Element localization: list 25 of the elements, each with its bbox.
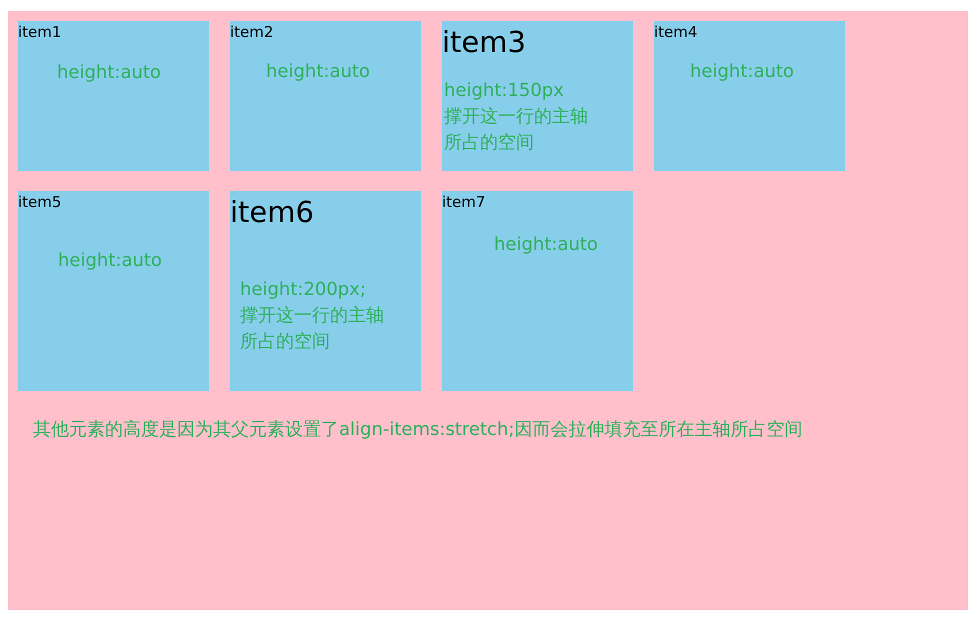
item-body-text: 撑开这一行的主轴所占的空间	[240, 304, 385, 354]
flex-item-box	[442, 21, 633, 171]
item-heading: item5	[18, 193, 62, 211]
item-heading: item7	[442, 193, 486, 211]
flex-item-box	[230, 191, 421, 391]
flex-item-box	[654, 21, 845, 171]
container-panel	[8, 11, 968, 610]
item-body-text: height:200px;	[240, 278, 366, 302]
flex-item-box	[18, 21, 209, 171]
item-body-text: 撑开这一行的主轴所占的空间	[444, 105, 589, 155]
item-body-text: height:auto	[57, 61, 161, 85]
item-heading: item2	[230, 23, 274, 41]
item-heading: item1	[18, 23, 62, 41]
item-body-text: height:auto	[58, 249, 162, 273]
item-body-text: height:auto	[266, 60, 370, 84]
flex-item-box	[442, 191, 633, 391]
item-heading: item3	[442, 25, 526, 60]
item-body-text: height:150px	[444, 79, 564, 103]
flex-item-box	[230, 21, 421, 171]
item-body-text: height:auto	[494, 233, 598, 257]
item-body-text: height:auto	[690, 60, 794, 84]
item-heading: item6	[230, 195, 314, 230]
item-heading: item4	[654, 23, 698, 41]
note-text: 其他元素的高度是因为其父元素设置了align-items:stretch;因而会拉伸填充至所在主轴所占空间	[33, 418, 804, 442]
flex-item-box	[18, 191, 209, 391]
